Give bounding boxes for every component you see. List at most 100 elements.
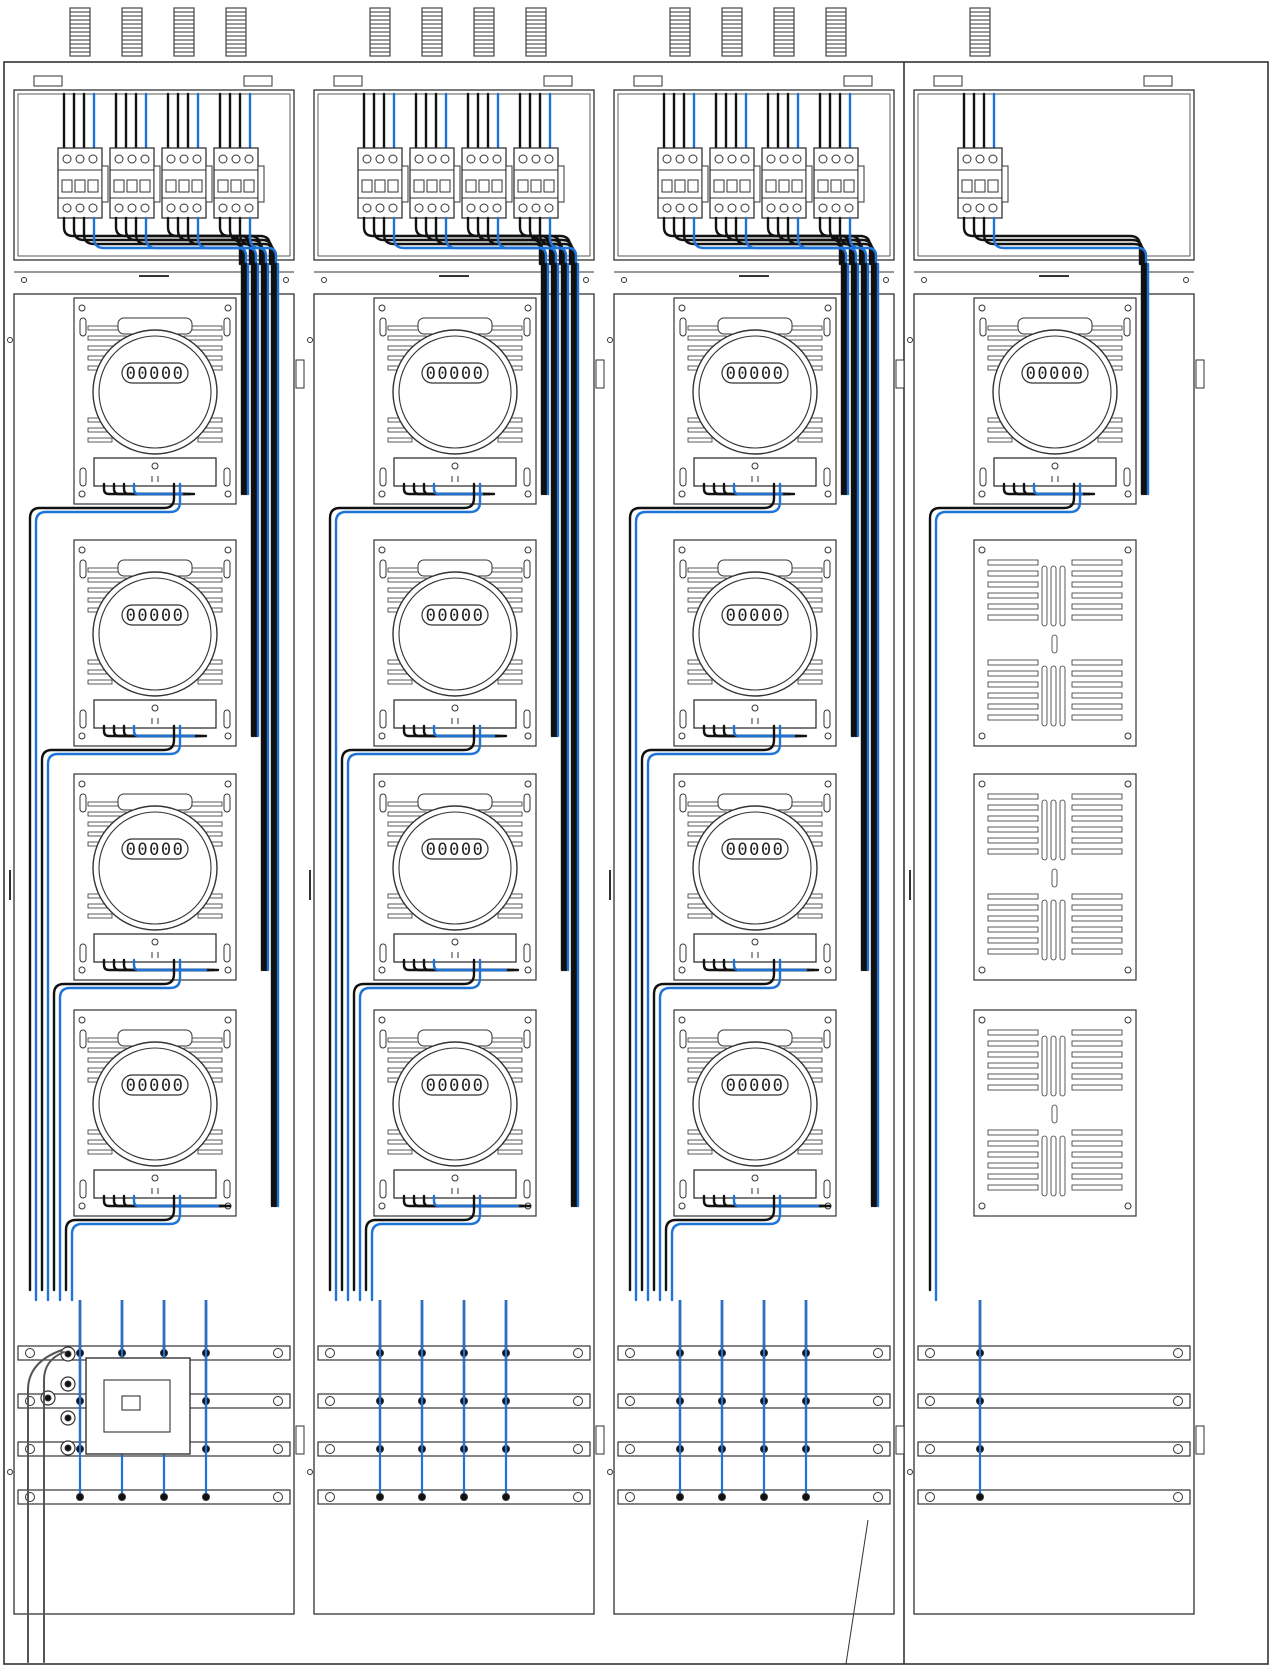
vertical-slot (1041, 899, 1048, 961)
busbar-icon (617, 1489, 891, 1505)
vertical-slot (1050, 1035, 1057, 1097)
meter-wire (132, 724, 196, 738)
busbar (317, 1441, 591, 1457)
busbar-screw (25, 1492, 35, 1502)
busbar (917, 1393, 1191, 1409)
hinge (633, 75, 663, 87)
vent-slot (1097, 437, 1123, 443)
busbar-screw (325, 1492, 335, 1502)
breaker-toggle (713, 179, 725, 193)
keyhole (379, 1179, 387, 1199)
terminal-screw (388, 154, 398, 164)
vent-slot (1071, 1029, 1123, 1036)
busbar-icon (917, 1441, 1191, 1457)
terminal-block (693, 933, 817, 963)
meter-reading: 00000 (726, 840, 785, 860)
cable-lug-core (64, 1414, 72, 1422)
tap-node (676, 1493, 684, 1501)
terminal-screw (740, 154, 750, 164)
meter-display (721, 604, 789, 626)
mount-screw (78, 732, 86, 740)
terminal-screw (714, 154, 724, 164)
busbar-screw (25, 1444, 35, 1454)
cable-lug-core (64, 1380, 72, 1388)
load-wire (640, 724, 776, 1292)
terminal-screw (988, 154, 998, 164)
meter-dial (698, 335, 812, 449)
busbar-screw (925, 1492, 935, 1502)
vent-slot (987, 714, 1039, 721)
seal-screw (751, 938, 759, 946)
terminal-screw (818, 154, 828, 164)
busbar (917, 1345, 1191, 1361)
vent-slot (497, 437, 523, 443)
meter-dial (98, 577, 212, 691)
mount-screw (824, 490, 832, 498)
vent-slot (987, 848, 1039, 855)
terminal-screw (192, 154, 202, 164)
mount-screw (224, 780, 232, 788)
vent-slot (987, 437, 1013, 443)
busbar-screw (873, 1444, 883, 1454)
meter-wire (702, 482, 796, 496)
rivet (607, 337, 613, 343)
terminal-screw (127, 154, 137, 164)
terminal-screw (662, 203, 672, 213)
vent-slot (1071, 904, 1123, 911)
meter-wire (132, 482, 184, 496)
terminal-screw (140, 154, 150, 164)
terminal-screw (427, 154, 437, 164)
load-wire (370, 1194, 482, 1302)
keyhole (523, 1029, 531, 1049)
terminal-screw (88, 203, 98, 213)
energy-meter-icon: 00000 (73, 1009, 237, 1217)
terminal-screw (192, 203, 202, 213)
vertical-slot (1041, 799, 1048, 861)
earth-cable (27, 1349, 63, 1663)
mount-screw (824, 1016, 832, 1024)
energy-meter-icon: 00000 (673, 297, 837, 505)
vent-slot (87, 335, 127, 341)
vent-slot (987, 1140, 1039, 1147)
busbar-screw (573, 1492, 583, 1502)
meter-wire (1012, 482, 1092, 496)
vent-slot (183, 1047, 223, 1053)
mount-screw (678, 732, 686, 740)
load-wire (364, 1194, 476, 1292)
meter-wire (432, 958, 508, 972)
busbar-icon (317, 1345, 591, 1361)
vent-slot (1071, 1084, 1123, 1091)
meter-display (421, 362, 489, 384)
vent-slot (1071, 1162, 1123, 1169)
mounting-plate-icon (973, 773, 1137, 981)
terminal-screw (440, 203, 450, 213)
vent-slot (987, 937, 1039, 944)
terminal-screw (988, 203, 998, 213)
terminal-screw (231, 203, 241, 213)
hinge (933, 75, 963, 87)
vent-slot (987, 670, 1039, 677)
meter-reading: 00000 (126, 840, 185, 860)
terminal-screw (62, 203, 72, 213)
vent-slot (1071, 1129, 1123, 1136)
load-wire (646, 724, 782, 1302)
cable-gland-icon (773, 7, 795, 57)
vent-slot (1071, 1184, 1123, 1191)
meter-display (721, 838, 789, 860)
circuit-breaker-icon (109, 147, 161, 219)
vent-slot (1083, 335, 1123, 341)
mount-screw (824, 304, 832, 312)
vent-slot (1071, 793, 1123, 800)
vent-slot (1071, 1073, 1123, 1080)
busbar-icon (317, 1441, 591, 1457)
vent-slot (987, 826, 1039, 833)
keyhole (223, 1029, 231, 1049)
seal-screw (751, 1174, 759, 1182)
vent-slot (1071, 937, 1123, 944)
vertical-slot (1050, 799, 1057, 861)
vent-slot (987, 1162, 1039, 1169)
vent-slot (1071, 703, 1123, 710)
meter-wire (1022, 482, 1088, 496)
keyhole (79, 1029, 87, 1049)
